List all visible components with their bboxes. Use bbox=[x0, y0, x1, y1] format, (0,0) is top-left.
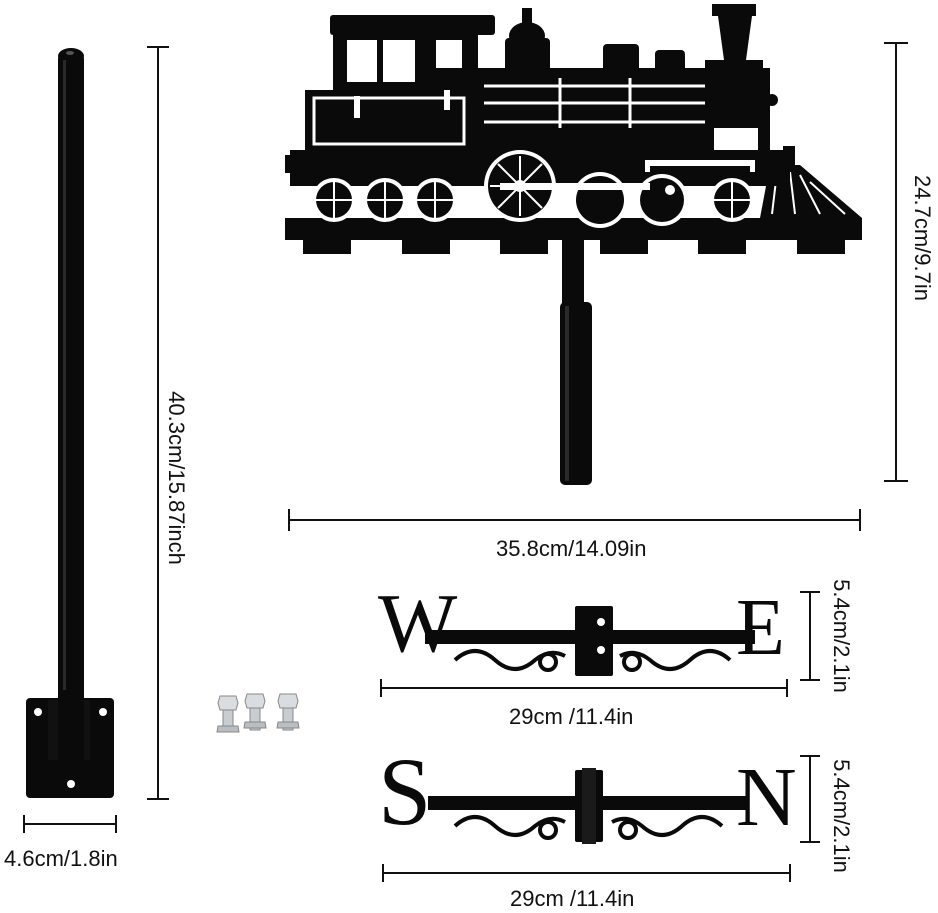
train-height-dimension-line bbox=[884, 42, 908, 482]
train-height-label: 24.7cm/9.7in bbox=[910, 175, 935, 301]
train-silhouette bbox=[285, 4, 862, 485]
train-width-label: 35.8cm/14.09in bbox=[496, 536, 647, 561]
base-plate bbox=[26, 690, 114, 798]
base-width-label: 4.6cm/1.8in bbox=[4, 846, 118, 871]
south-letter: S bbox=[378, 738, 432, 845]
east-letter: E bbox=[736, 584, 785, 672]
base-width-dimension-line bbox=[23, 815, 117, 833]
west-letter: W bbox=[378, 577, 458, 670]
pole-length-dimension-line bbox=[147, 46, 169, 800]
mounting-pole bbox=[58, 48, 84, 715]
sn-width-dimension-line bbox=[382, 864, 791, 882]
we-width-label: 29cm /11.4in bbox=[509, 704, 634, 729]
west-east-arm bbox=[425, 606, 755, 676]
sn-height-dimension-line bbox=[800, 755, 820, 843]
we-width-dimension-line bbox=[380, 679, 788, 697]
north-letter: N bbox=[736, 751, 797, 844]
pole-length-label: 40.3cm/15.87inch bbox=[164, 391, 189, 565]
sn-width-label: 29cm /11.4in bbox=[510, 886, 635, 911]
we-height-dimension-line bbox=[800, 591, 820, 681]
we-height-label: 5.4cm/2.1in bbox=[829, 579, 854, 693]
bolt-set bbox=[216, 693, 300, 733]
train-width-dimension-line bbox=[288, 509, 861, 531]
sn-height-label: 5.4cm/2.1in bbox=[829, 759, 854, 873]
south-north-arm bbox=[428, 768, 748, 844]
